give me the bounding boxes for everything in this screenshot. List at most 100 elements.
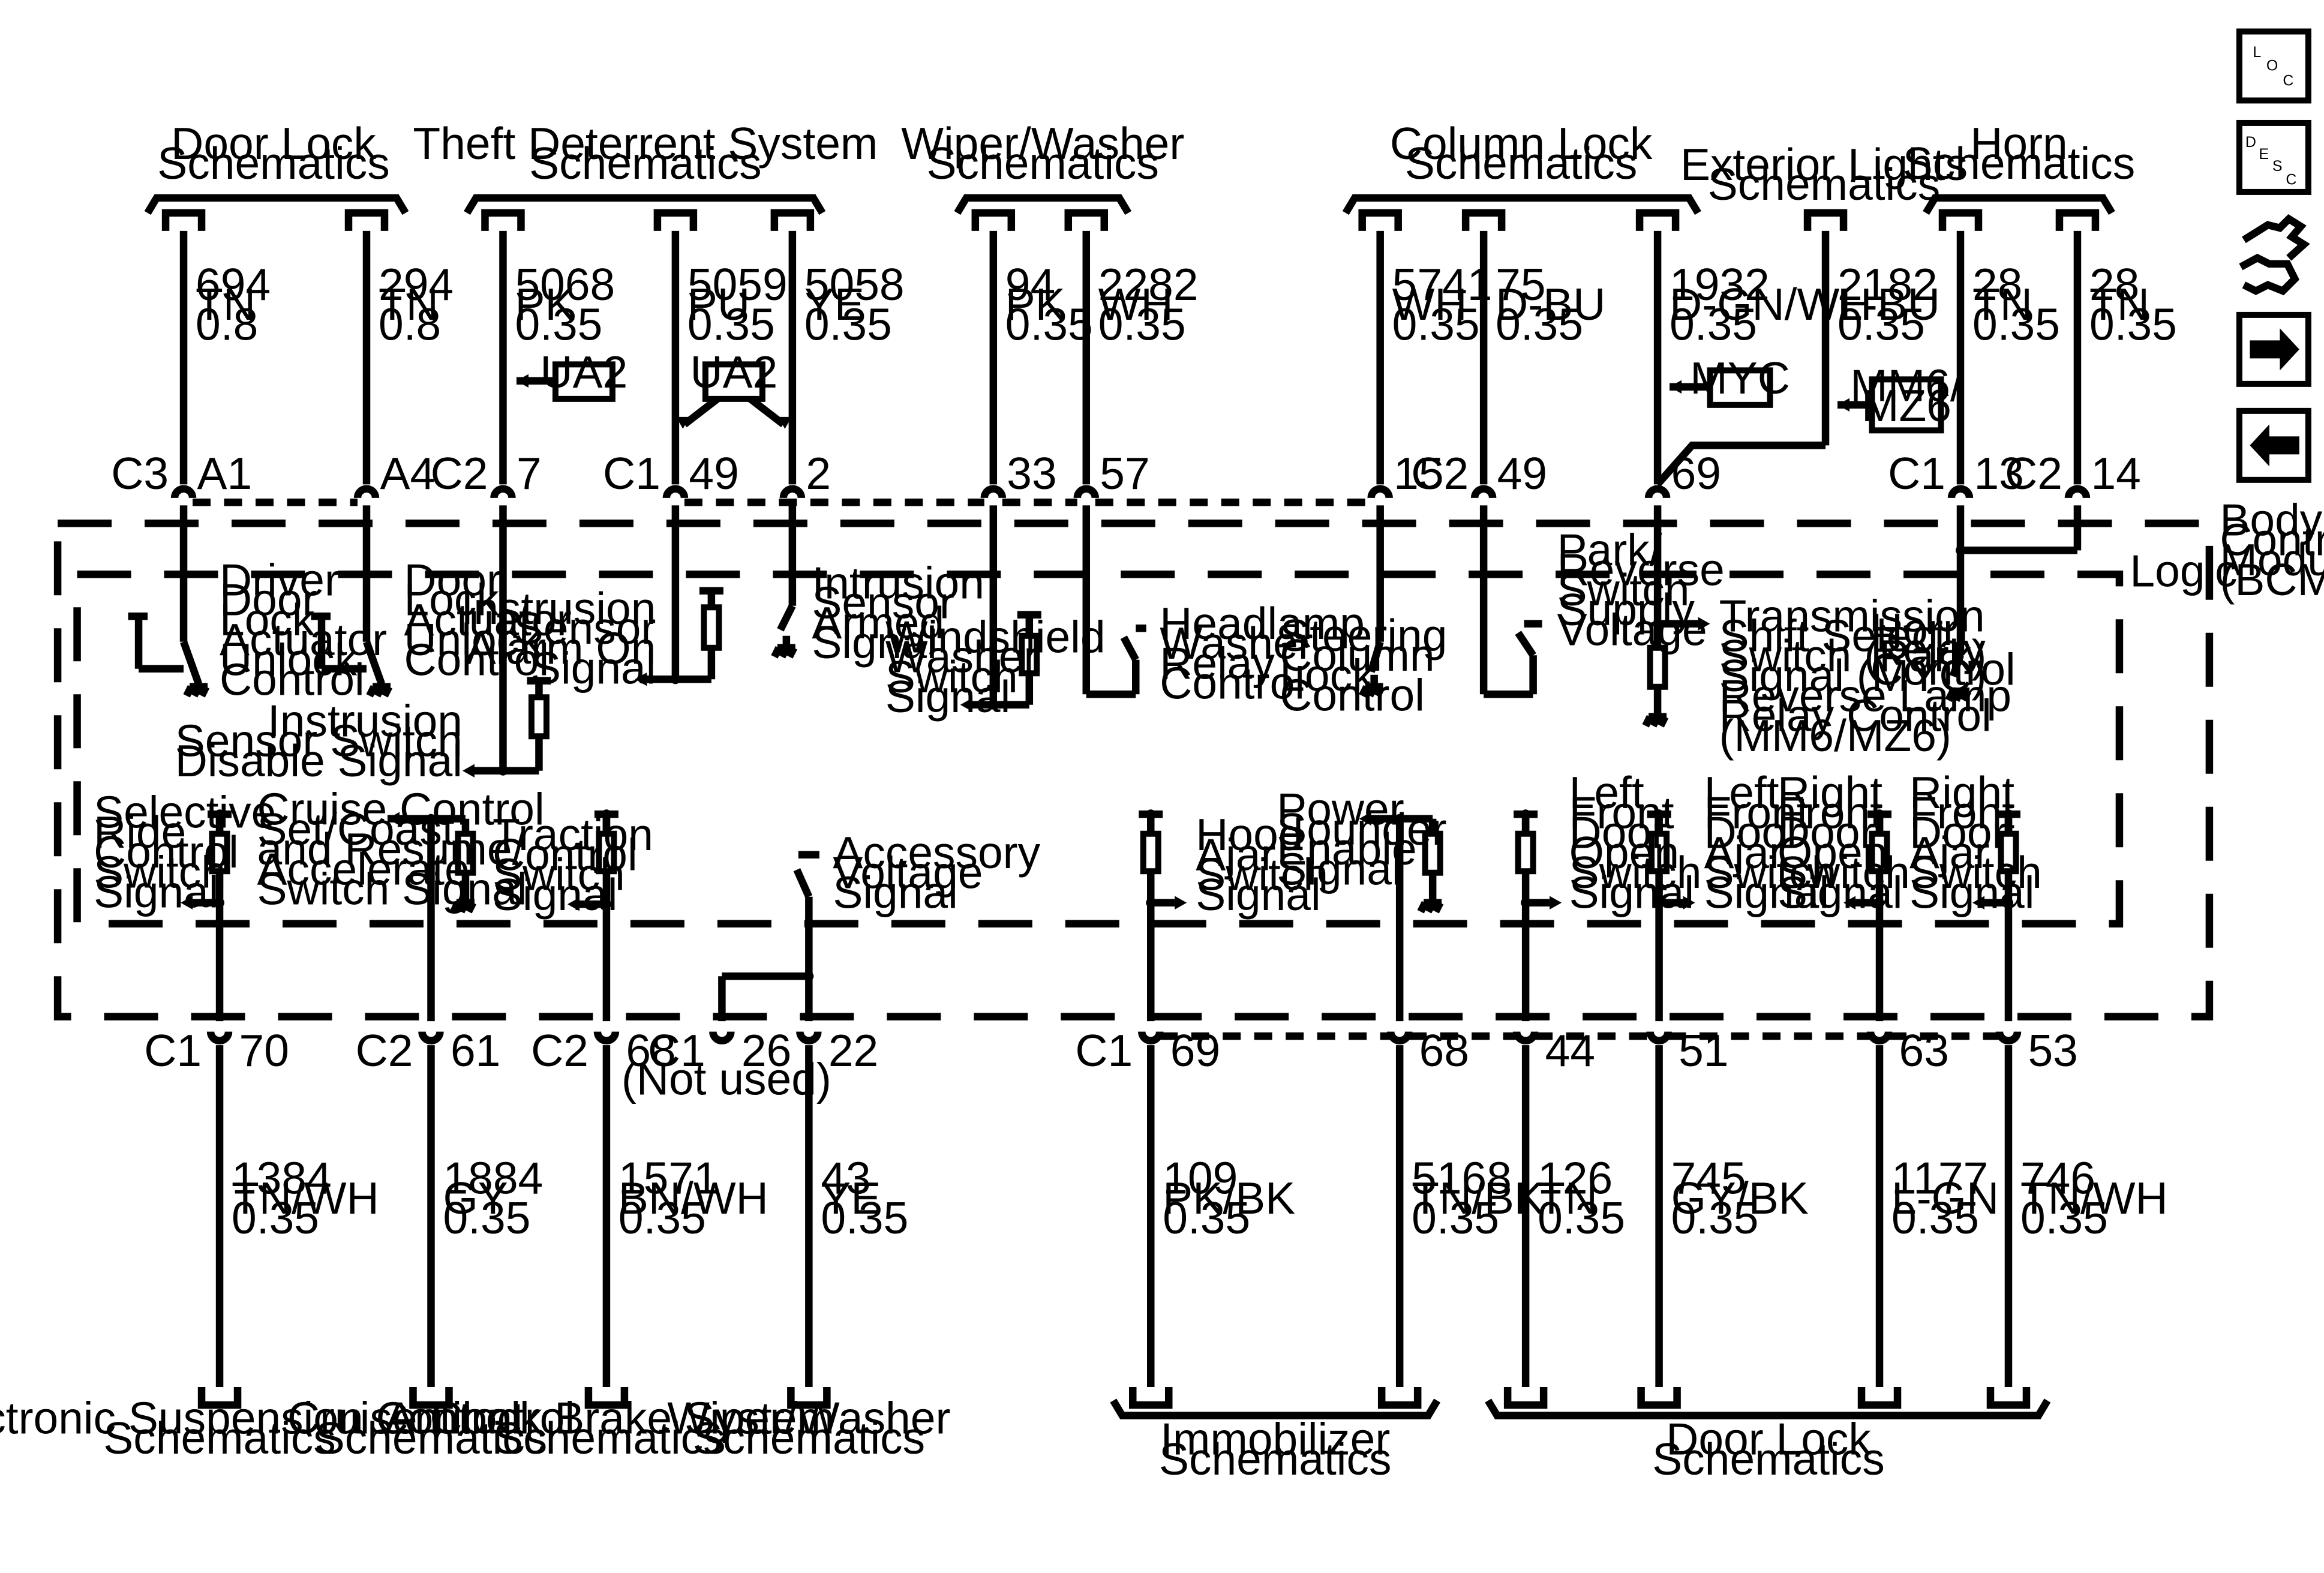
resistor	[701, 604, 722, 651]
alarm-on-label: InstrusionSensorAlarm OnSignal	[461, 583, 656, 694]
bottom-connector-7	[1646, 1031, 1672, 1044]
plug	[1377, 1387, 1422, 1409]
circuit-label-bottom-4: 109PK/BK0.35	[1163, 1153, 1295, 1243]
power-sounder-label: PowerSounderEnableSignal	[1277, 784, 1446, 894]
pin-top-7: 15	[1394, 448, 1443, 499]
resistor	[1647, 644, 1668, 690]
left-arrow-icon	[2250, 424, 2299, 467]
bcm-name: BodyControlModule(BCM)	[2220, 494, 2324, 605]
top-connector-0	[170, 485, 197, 499]
bottom-connector-3	[796, 1031, 822, 1044]
ground	[771, 646, 782, 659]
ground	[183, 685, 195, 698]
hood-ajar-label: HoodAjarSwitchSignal	[1196, 809, 1328, 920]
rf-ajar-label: RightFrontDoorAjarSwitchSignal	[1909, 767, 2042, 917]
circuit-label-top-12: 28TN0.35	[2089, 259, 2177, 349]
plug	[344, 209, 389, 231]
pin-bottom-5: 68	[1419, 1025, 1469, 1076]
group-brace	[1485, 1398, 2051, 1419]
ua2-pointer	[682, 395, 720, 428]
ground	[190, 685, 202, 698]
ground	[373, 685, 385, 698]
resistor	[1515, 830, 1536, 875]
ua2-box-b-label: UA2	[690, 347, 777, 397]
pin-bottom-3: 22	[828, 1025, 878, 1076]
loc-button-frame	[2236, 28, 2311, 104]
group-brace	[954, 194, 1132, 215]
wire	[1949, 654, 1964, 678]
plug	[161, 209, 206, 231]
top-connector-8	[1470, 485, 1497, 499]
plug	[197, 1387, 242, 1409]
accessory-label: AccessoryVoltageSignal	[833, 827, 1040, 917]
loc-button[interactable]	[2236, 28, 2311, 104]
pin-bottom-7: 51	[1679, 1025, 1728, 1076]
wire	[1120, 635, 1139, 662]
loc-letter-o: O	[2266, 57, 2278, 74]
plug	[1637, 1387, 1681, 1409]
arrow-head	[1683, 896, 1695, 909]
wiper-washer-top-label: Wiper/WasherSchematics	[901, 118, 1184, 188]
arrow-head	[960, 698, 972, 712]
cruise-control-label: Cruise ControlSchematics	[287, 1393, 575, 1463]
bottom-connector-0	[206, 1031, 233, 1044]
circuit-label-top-5: 94PK0.35	[1005, 259, 1093, 349]
arrow-head	[778, 416, 792, 429]
park-reverse-label: Park/ReverseSwitchSupplyVoltage	[1557, 524, 1725, 655]
top-connector-9	[1644, 485, 1671, 499]
arrow-head	[676, 416, 690, 429]
wiring-tool-icon-stroke	[2239, 253, 2299, 296]
ua2-box-b	[702, 361, 765, 402]
desc-letter-c: C	[2286, 171, 2296, 188]
ground	[778, 646, 790, 659]
driver-unlock-label: DriverDoorLockActuatorUnlockControl	[220, 554, 387, 704]
ua2-box-a-label: UA2	[541, 347, 628, 397]
rf-open-label: RightFrontDoorOpenSwitchSignal	[1777, 767, 1910, 917]
arrow-head	[1175, 896, 1187, 909]
circuit-label-bottom-9: 746TN/WH0.35	[2020, 1153, 2168, 1243]
not-used-connector	[709, 1031, 735, 1044]
junction	[670, 674, 680, 685]
desc-button[interactable]	[2236, 119, 2311, 195]
plug	[481, 209, 525, 231]
selective-ride-label: SelectiveRideControlSwitchSignal	[94, 787, 276, 917]
logic-outline	[73, 571, 2124, 927]
plug	[1857, 1387, 1902, 1409]
circuit-label-top-4: 5058YE0.35	[804, 259, 905, 349]
connector-bottom-2: C2	[531, 1025, 588, 1076]
horn-label: HornSchematics	[1903, 118, 2135, 188]
windshield-label: WindshieldWasherSwitchSignal	[885, 611, 1106, 722]
lf-open-label: LeftFrontDoorOpenSwitchSignal	[1569, 767, 1702, 917]
connector-bottom-4: C1	[1075, 1025, 1133, 1076]
plug	[1503, 1387, 1548, 1409]
pin-bottom-4: 69	[1170, 1025, 1220, 1076]
ground	[381, 685, 393, 698]
ground	[1650, 715, 1661, 728]
resistor	[209, 830, 230, 875]
arrow-head	[387, 812, 400, 825]
circuit-label-top-2: 5068PK0.35	[515, 259, 615, 349]
ground	[1952, 689, 1964, 703]
ground	[465, 900, 477, 914]
arrow-head	[1359, 812, 1371, 825]
wiring-tool-icon[interactable]	[2239, 214, 2310, 296]
door-unlock-label: DoorLockActuatorUnlockControl	[404, 554, 571, 685]
logic-label: Logic	[2130, 545, 2237, 596]
group-brace	[1342, 194, 1701, 215]
arrow-head	[1837, 398, 1850, 412]
pin-bottom-8: 63	[1899, 1025, 1949, 1076]
pin-top-6: 57	[1100, 448, 1149, 499]
circuit-label-top-6: 2282WH0.35	[1098, 259, 1199, 349]
connector-top-12: C2	[2005, 448, 2062, 499]
door-lock-bottom-label: Door LockSchematics	[1652, 1414, 1884, 1484]
resistor	[1869, 830, 1890, 875]
circuit-label-top-11: 28TN0.35	[1972, 259, 2060, 349]
wire	[180, 640, 202, 685]
arrow-head	[1698, 617, 1710, 631]
resistor	[1140, 830, 1161, 875]
circuit-label-top-9: 1932D-GN/WH0.35	[1670, 259, 1872, 349]
resistor	[1998, 830, 2019, 875]
pin-top-12: 14	[2091, 448, 2140, 499]
ground	[1657, 715, 1669, 728]
ground	[1359, 685, 1370, 698]
